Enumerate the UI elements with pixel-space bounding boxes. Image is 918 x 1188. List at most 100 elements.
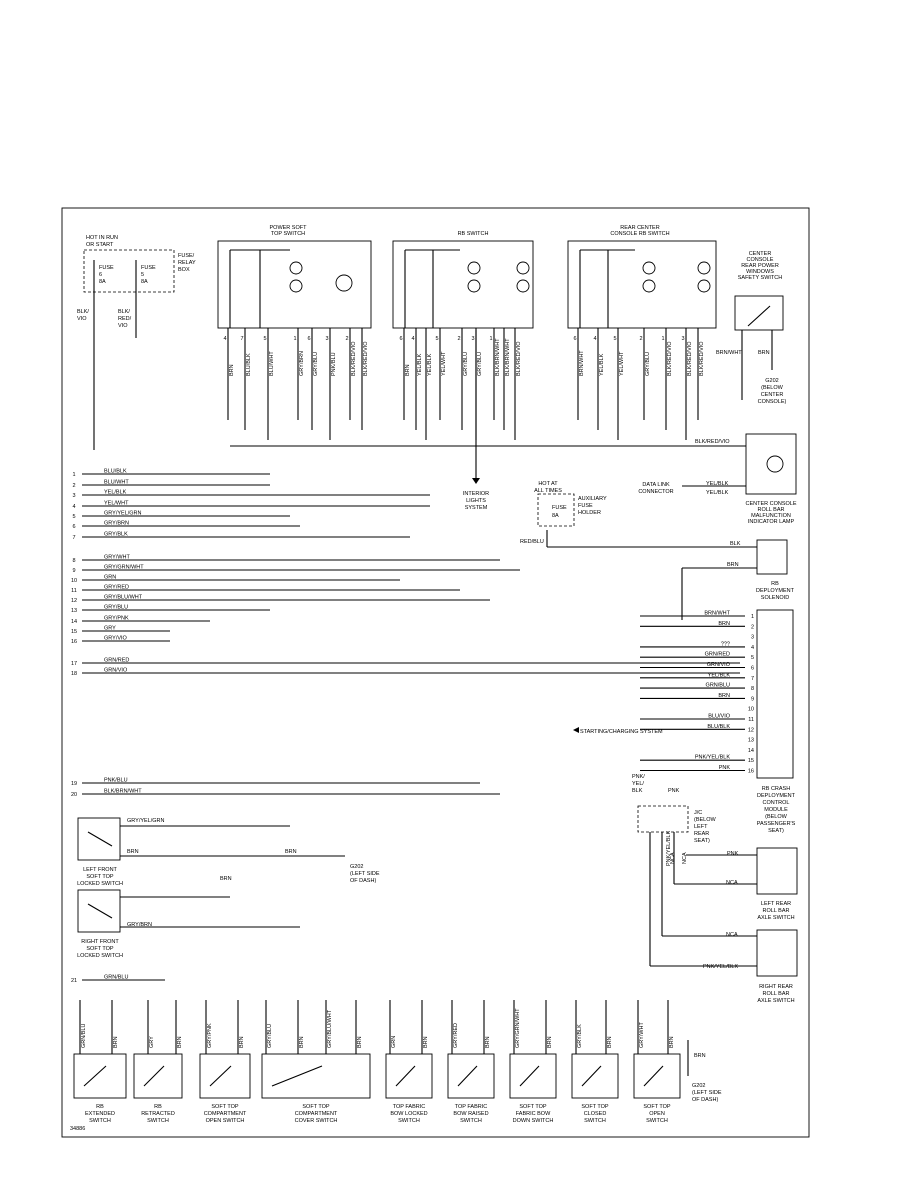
svg-text:AXLE SWITCH: AXLE SWITCH xyxy=(757,915,794,921)
rcc-pin-3: 2 xyxy=(639,336,642,342)
svg-text:OR START: OR START xyxy=(86,242,114,248)
module-pin-7: 7 xyxy=(751,676,754,682)
connector-label-3: YEL/BLK xyxy=(104,490,127,496)
module-pin-11: 11 xyxy=(748,717,754,723)
connector-label-19: PNK/BLU xyxy=(104,778,128,784)
module-label-2: BRN xyxy=(718,621,730,627)
rbs-label-3: YEL/WHT xyxy=(441,351,447,376)
bottom-wire-label-6: GRY/BLU xyxy=(267,1024,273,1048)
diagram-frame xyxy=(61,207,810,1138)
pst-label-5: PNK/BLU xyxy=(331,352,337,376)
svg-text:MALFUNCTION: MALFUNCTION xyxy=(751,513,791,519)
connector-pin-14: 14 xyxy=(71,619,77,625)
bottom-switch-contact-7 xyxy=(581,1065,602,1087)
bottom-switch-label-1-2: SWITCH xyxy=(147,1118,169,1124)
svg-text:(LEFT SIDE: (LEFT SIDE xyxy=(350,871,380,877)
svg-text:BRN: BRN xyxy=(127,849,139,855)
bottom-switch-label-3-1: COMPARTMENT xyxy=(295,1111,338,1117)
bottom-wire-label-19: BRN xyxy=(669,1036,675,1048)
bottom-switch-contact-3 xyxy=(271,1065,323,1087)
svg-text:PNK: PNK xyxy=(727,851,739,857)
connector-pin-20: 20 xyxy=(71,792,77,798)
connector-pin-12: 12 xyxy=(71,598,77,604)
module-label-6: GRN/VIO xyxy=(707,662,731,668)
center-console-lamp: BLK/RED/VIO YEL/BLK YEL/BLK CENTER CONSO… xyxy=(230,433,797,525)
bottom-wire-label-12: GRY/RED xyxy=(453,1023,459,1048)
connector-pin-4: 4 xyxy=(72,504,75,510)
svg-text:POWER SOFT: POWER SOFT xyxy=(270,225,308,231)
svg-text:TOP SWITCH: TOP SWITCH xyxy=(271,231,305,237)
module-label-8: GRN/BLU xyxy=(706,683,730,689)
bottom-switch-3 xyxy=(261,1053,371,1099)
bottom-wire-label-15: BRN xyxy=(547,1036,553,1048)
connector-label-2: BLU/WHT xyxy=(104,480,129,486)
svg-text:PNK/YEL/BLK: PNK/YEL/BLK xyxy=(703,964,738,970)
svg-text:RIGHT FRONT: RIGHT FRONT xyxy=(81,939,119,945)
connector-label-4: YEL/WHT xyxy=(104,501,129,507)
rbs-label-4: GRY/BLU xyxy=(463,352,469,376)
bottom-wire-label-9: BRN xyxy=(357,1036,363,1048)
svg-text:WINDOWS: WINDOWS xyxy=(746,269,774,275)
svg-text:NCA: NCA xyxy=(682,852,688,864)
module-label-4: ??? xyxy=(721,641,730,647)
bottom-switch-0 xyxy=(73,1053,127,1099)
svg-text:BRN/WHT: BRN/WHT xyxy=(716,350,742,356)
rcc-label-2: YEL/WHT xyxy=(619,351,625,376)
svg-text:INTERIOR: INTERIOR xyxy=(463,491,489,497)
connector-label-17: GRN/RED xyxy=(104,658,129,664)
bottom-wire-label-14: GRY/GRN/WHT xyxy=(515,1008,521,1048)
svg-text:RELAY: RELAY xyxy=(178,260,196,266)
rbs-label-1: YEL/BLK xyxy=(417,353,423,376)
bottom-switch-label-2-0: SOFT TOP xyxy=(211,1104,239,1110)
bottom-switch-1 xyxy=(133,1053,183,1099)
bottom-switch-label-2-1: COMPARTMENT xyxy=(204,1111,247,1117)
module-label-15: PNK/YEL/BLK xyxy=(695,755,730,761)
bottom-switch-contact-4 xyxy=(395,1065,416,1087)
connector-label-7: GRY/BLK xyxy=(104,532,128,538)
svg-text:INDICATOR LAMP: INDICATOR LAMP xyxy=(748,519,795,525)
module-pin-9: 9 xyxy=(751,696,754,702)
bottom-wire-label-3: BRN xyxy=(177,1036,183,1048)
pst-pin-1: 7 xyxy=(240,336,243,342)
svg-text:SOFT TOP: SOFT TOP xyxy=(86,874,114,880)
bottom-wire-label-0: GRN/BLU xyxy=(81,1024,87,1048)
rcc-label-1: YEL/BLK xyxy=(599,353,605,376)
bottom-switch-label-6-2: DOWN SWITCH xyxy=(513,1118,554,1124)
bottom-switch-label-5-0: TOP FABRIC xyxy=(455,1104,488,1110)
top-switch-wires: 4BRN7BLU/BLK5BLU/WHT1GRY/BRN6GRY/BLU3PNK… xyxy=(223,328,705,440)
rb-deployment-solenoid: BLK BRN RB DEPLOYMENT SOLENOID xyxy=(681,539,795,620)
svg-text:LEFT: LEFT xyxy=(694,824,708,830)
svg-text:BRN: BRN xyxy=(727,562,739,568)
bottom-wire-label-8: GRY/BLU/WHT xyxy=(327,1009,333,1048)
bottom-switch-contact-5 xyxy=(457,1065,478,1087)
svg-text:LOCKED SWITCH: LOCKED SWITCH xyxy=(77,881,123,887)
module-pin-16: 16 xyxy=(748,769,754,775)
module-label-12: BLU/BLK xyxy=(707,724,730,730)
pst-pin-5: 3 xyxy=(325,336,328,342)
svg-text:LIGHTS: LIGHTS xyxy=(466,498,486,504)
svg-text:FUSE: FUSE xyxy=(552,505,567,511)
svg-text:RB SWITCH: RB SWITCH xyxy=(458,231,489,237)
bottom-switch-7 xyxy=(571,1053,619,1099)
module-label-5: GRN/RED xyxy=(705,652,730,658)
connector-pin-1: 1 xyxy=(72,472,75,478)
rcc-label-3: GRY/BLU xyxy=(645,352,651,376)
connector-label-10: GRN xyxy=(104,575,116,581)
svg-text:CONSOLE: CONSOLE xyxy=(747,257,774,263)
pst-pin-4: 6 xyxy=(307,336,310,342)
svg-text:YEL/BLK: YEL/BLK xyxy=(706,481,729,487)
svg-text:CONNECTOR: CONNECTOR xyxy=(638,489,673,495)
pst-label-3: GRY/BRN xyxy=(299,351,305,376)
bottom-wire-label-4: GRY/PNK xyxy=(207,1023,213,1048)
svg-text:SYSTEM: SYSTEM xyxy=(465,505,488,511)
bottom-switch-label-5-2: SWITCH xyxy=(460,1118,482,1124)
rcc-pin-1: 4 xyxy=(593,336,596,342)
svg-text:FUSE: FUSE xyxy=(99,265,114,271)
connector-pin-18: 18 xyxy=(71,671,77,677)
bottom-switch-label-3-2: COVER SWITCH xyxy=(295,1118,338,1124)
module-pin-2: 2 xyxy=(751,624,754,630)
rbs-pin-6: 1 xyxy=(489,336,492,342)
bottom-switch-label-7-0: SOFT TOP xyxy=(581,1104,609,1110)
module-label-1: BRN/WHT xyxy=(704,611,730,617)
svg-text:BRN: BRN xyxy=(694,1053,706,1059)
